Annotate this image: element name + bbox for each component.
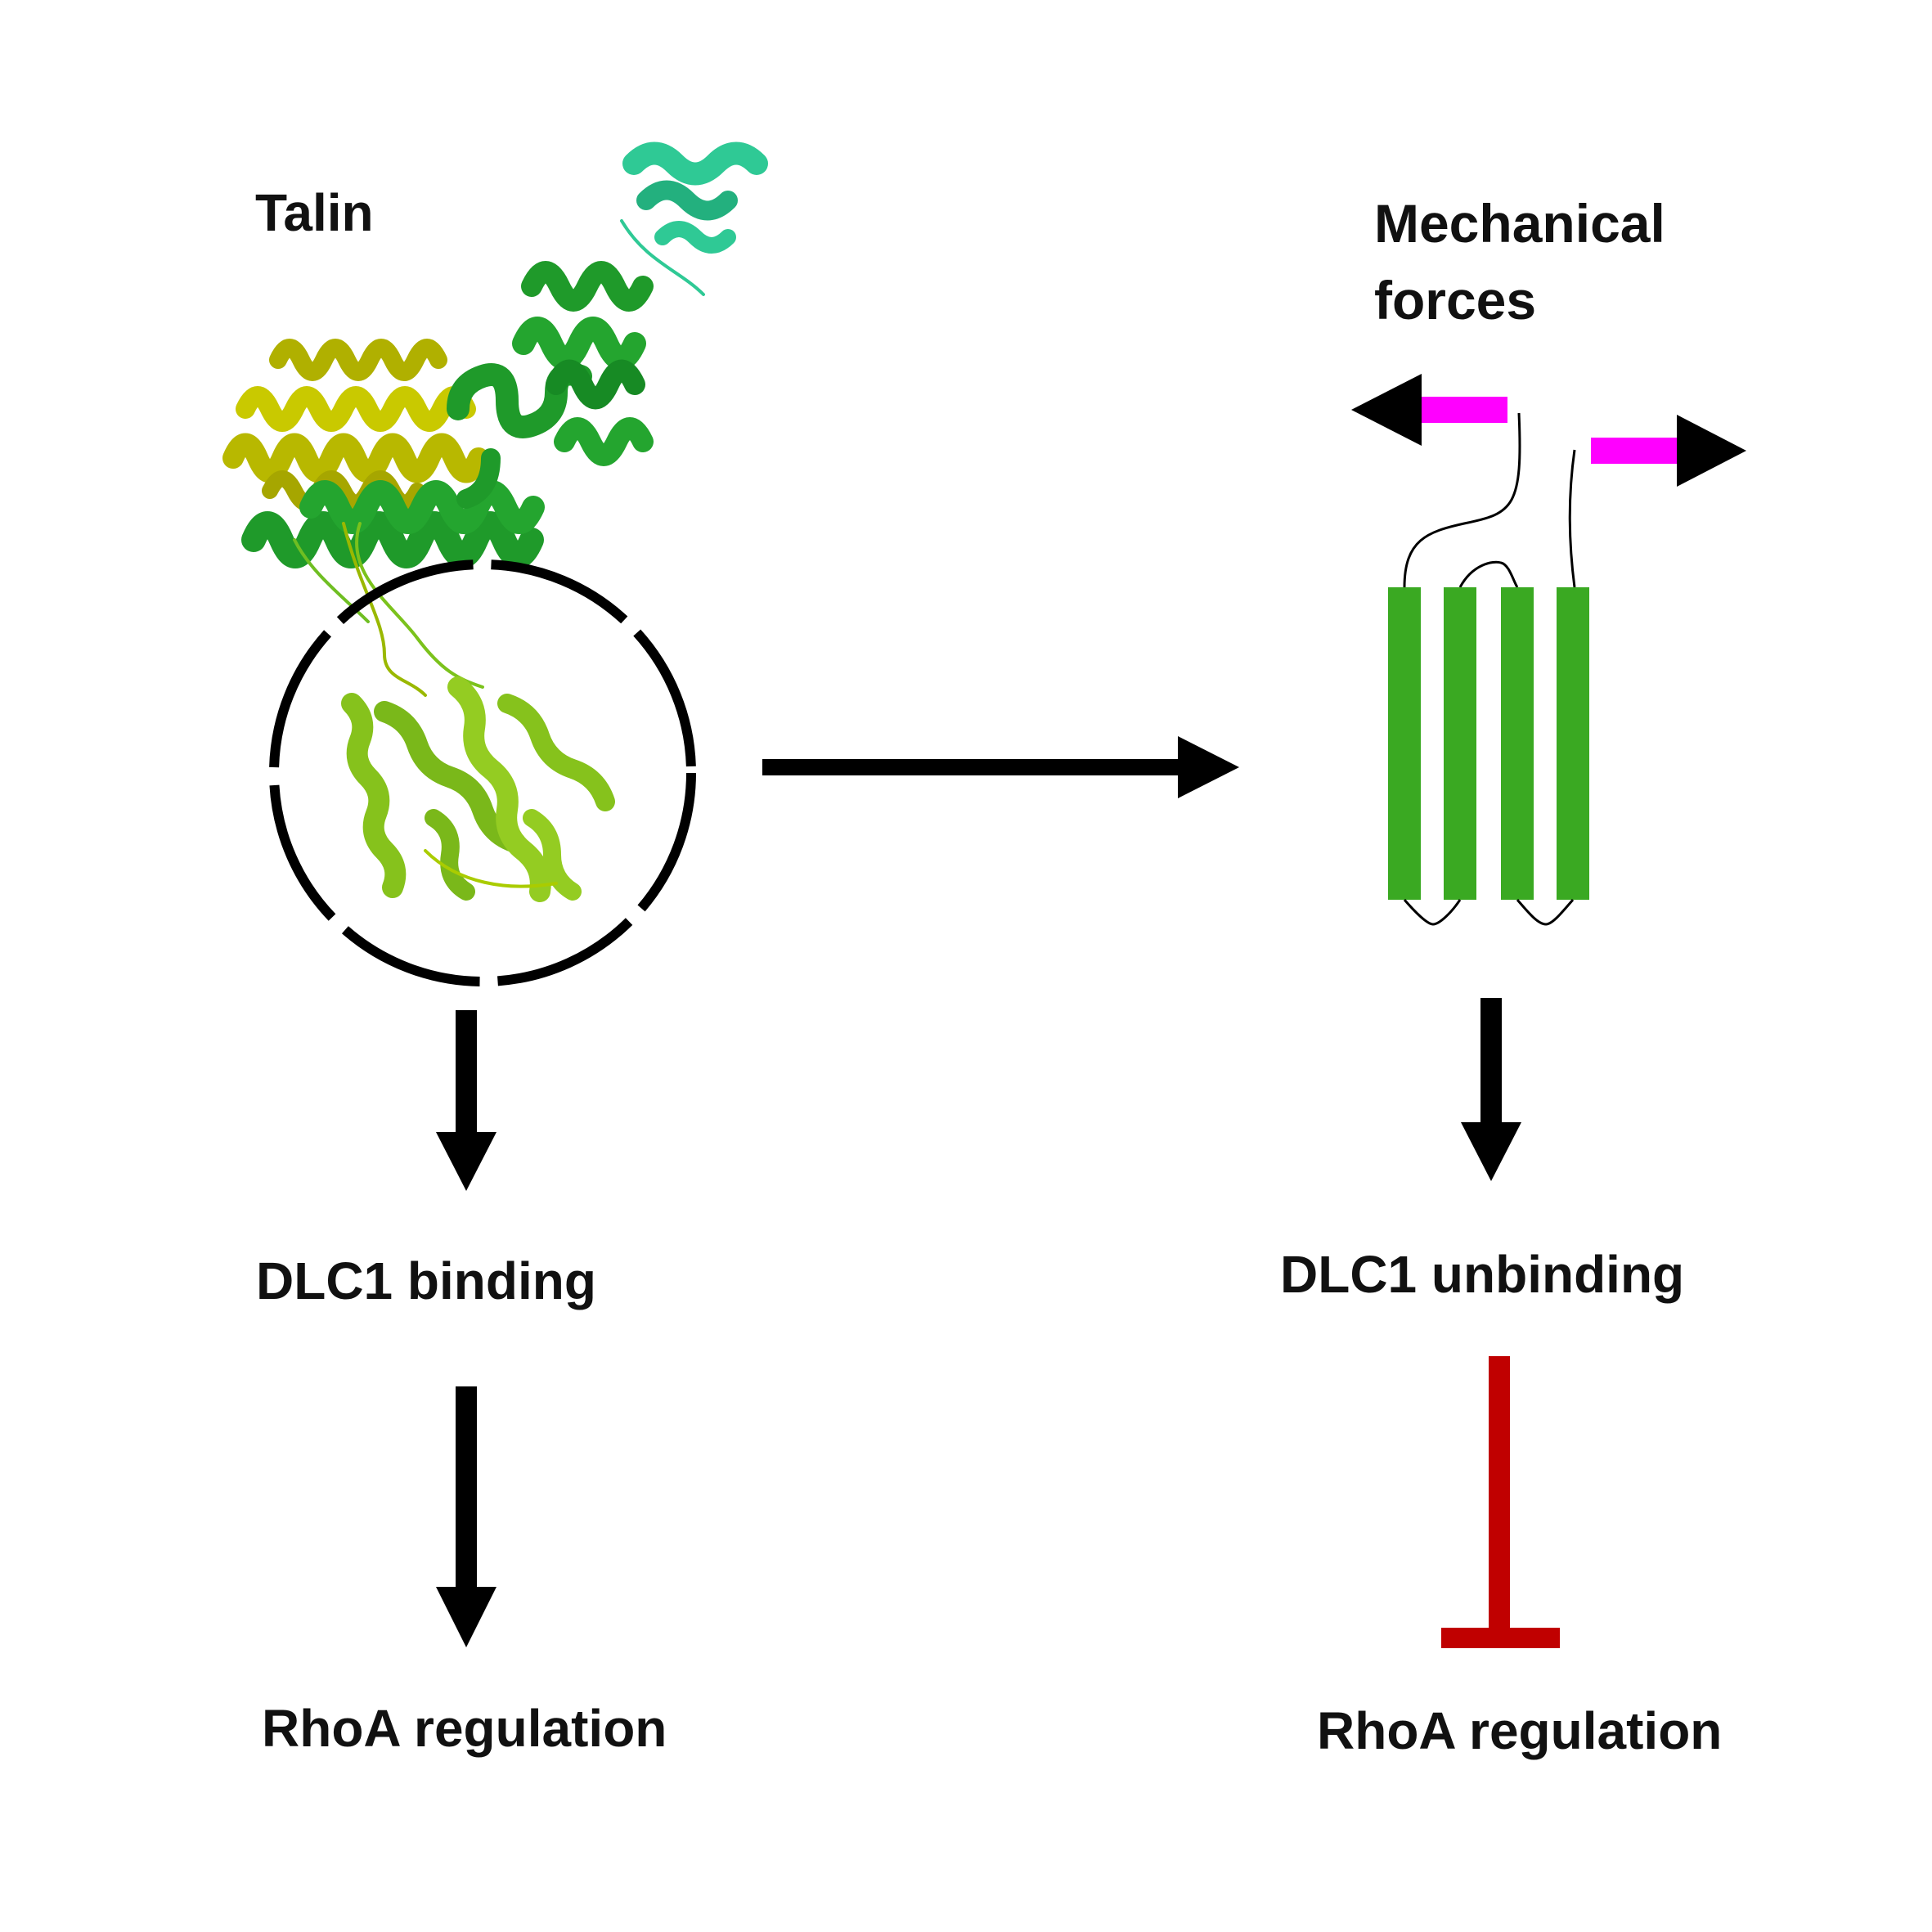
talin-circled-domain <box>341 676 615 902</box>
dashed-highlight-circle <box>269 559 696 986</box>
mechanical-forces-label-line2: forces <box>1374 270 1536 330</box>
talin-teal-helices <box>620 142 768 296</box>
rhoa-regulation-left-label: RhoA regulation <box>262 1699 667 1758</box>
arrow-down-right <box>1461 998 1521 1181</box>
helix-1 <box>1388 587 1421 900</box>
helix-4 <box>1557 587 1589 900</box>
arrow-down-left-2 <box>436 1386 496 1647</box>
force-arrow-left-icon <box>1351 374 1507 446</box>
helix-2 <box>1444 587 1476 900</box>
transition-arrow <box>762 736 1239 798</box>
four-helix-bundle-icon <box>1388 412 1589 926</box>
arrow-down-left-1 <box>436 1010 496 1191</box>
talin-label: Talin <box>255 183 374 242</box>
dlc1-unbinding-label: DLC1 unbinding <box>1280 1245 1684 1304</box>
talin-yellow-helices <box>222 339 489 511</box>
rhoa-regulation-right-label: RhoA regulation <box>1317 1701 1722 1760</box>
talin-structure <box>222 142 768 902</box>
dlc1-binding-label: DLC1 binding <box>256 1251 596 1310</box>
inhibition-symbol <box>1441 1356 1560 1648</box>
force-arrow-right-icon <box>1591 415 1746 487</box>
mechanical-forces-label-line1: Mechanical <box>1374 193 1665 254</box>
helix-3 <box>1501 587 1534 900</box>
talin-green-helices <box>241 261 654 568</box>
